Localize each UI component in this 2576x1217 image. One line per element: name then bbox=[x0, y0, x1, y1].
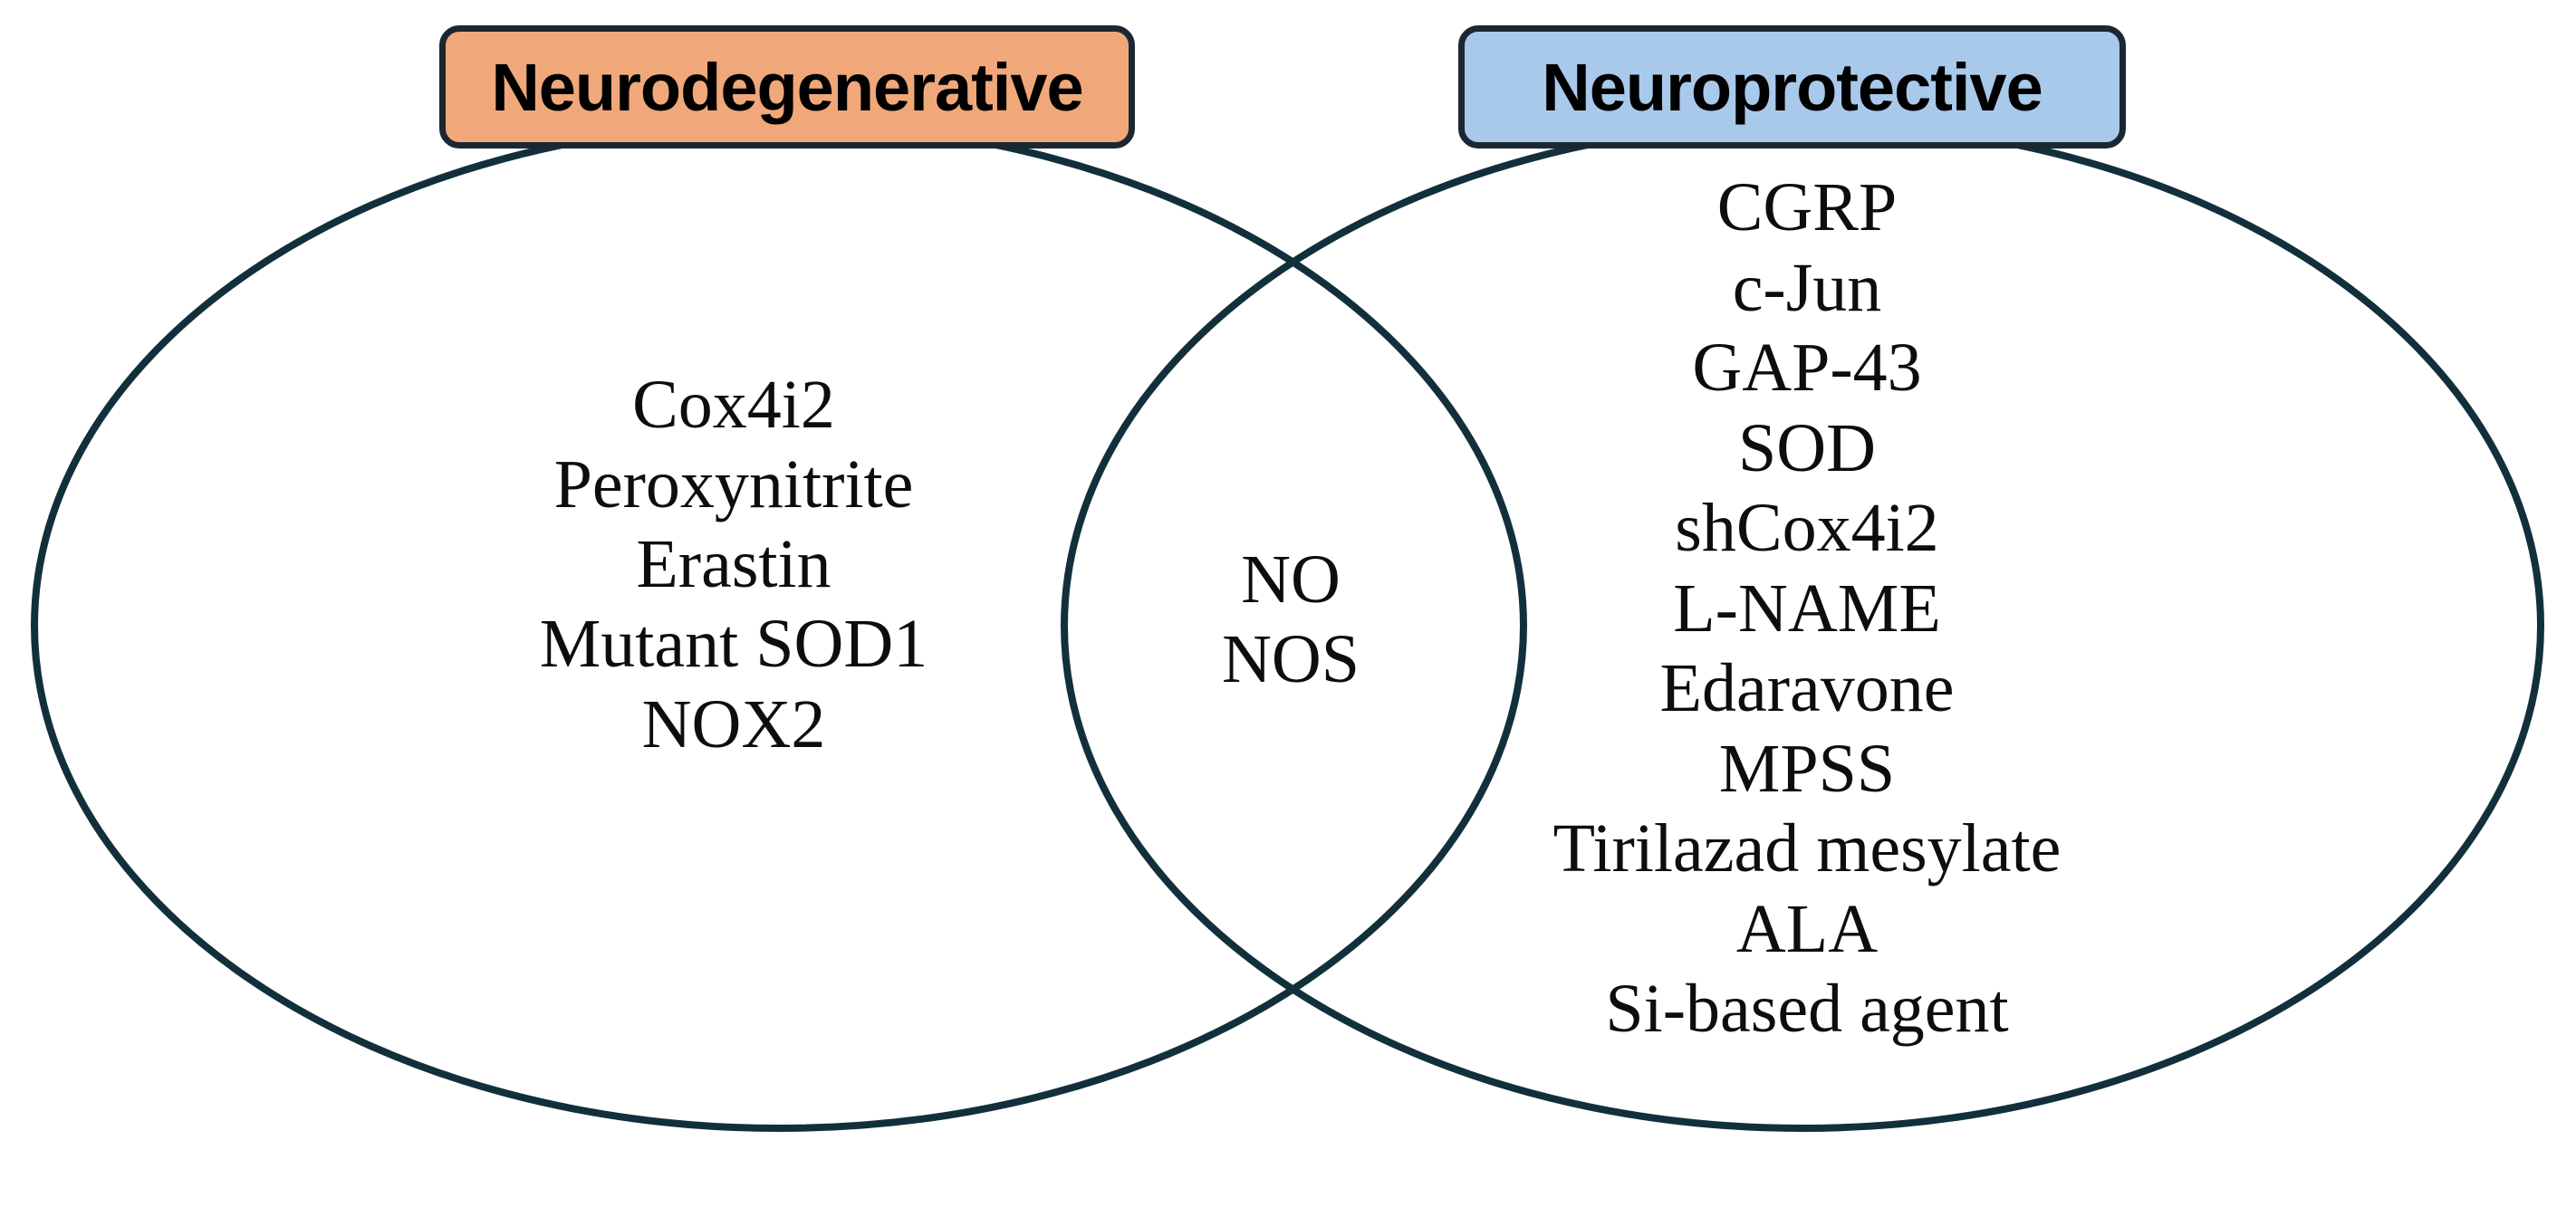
left-set-item: Mutant SOD1 bbox=[539, 606, 928, 683]
right-set-item: GAP-43 bbox=[1692, 330, 1922, 407]
right-set-item: MPSS bbox=[1718, 730, 1896, 807]
right-set-item: c-Jun bbox=[1732, 249, 1882, 326]
right-set-item: ALA bbox=[1735, 890, 1879, 967]
left-set-label-text: Neurodegenerative bbox=[491, 49, 1083, 125]
left-set-label-badge[interactable]: Neurodegenerative bbox=[439, 25, 1135, 149]
right-set-label-badge[interactable]: Neuroprotective bbox=[1458, 25, 2126, 149]
left-set-item: NOX2 bbox=[641, 685, 826, 762]
right-set-item: Tirilazad mesylate bbox=[1552, 810, 2062, 887]
right-set-item: L-NAME bbox=[1673, 570, 1941, 647]
right-set-item: SOD bbox=[1737, 409, 1877, 486]
left-set-item: Peroxynitrite bbox=[553, 446, 914, 523]
right-set-item: Si-based agent bbox=[1605, 971, 2009, 1048]
right-set-item: CGRP bbox=[1716, 169, 1898, 245]
intersection-item: NOS bbox=[1221, 621, 1360, 698]
intersection-item: NO bbox=[1241, 541, 1341, 618]
right-set-item: Edaravone bbox=[1659, 650, 1955, 727]
left-set-item: Cox4i2 bbox=[632, 367, 835, 443]
left-set-item: Erastin bbox=[636, 526, 831, 603]
right-set-item-list: CGRP c-Jun GAP-43 SOD shCox4i2 L-NAME Ed… bbox=[1481, 168, 2133, 1049]
left-set-item-list: Cox4i2 Peroxynitrite Erastin Mutant SOD1… bbox=[435, 365, 1033, 764]
right-set-label-text: Neuroprotective bbox=[1542, 49, 2043, 125]
intersection-item-list: NO NOS bbox=[1137, 540, 1445, 699]
right-set-item: shCox4i2 bbox=[1675, 490, 1939, 567]
